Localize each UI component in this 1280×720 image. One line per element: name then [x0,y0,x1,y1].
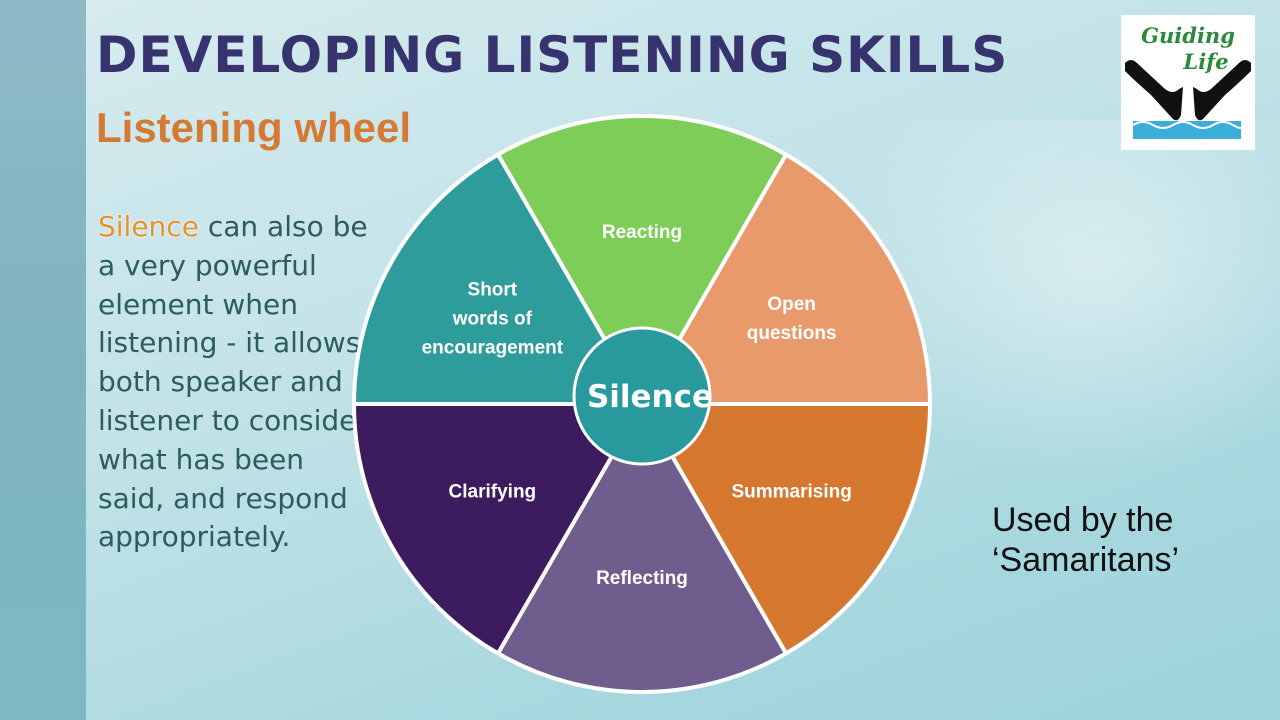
note-line-1: Used by the [992,501,1174,539]
wheel-segment-label-line: Summarising [731,481,851,502]
wheel-segment-label-1: Reacting [602,222,682,243]
body-paragraph: Silence can also be a very powerful elem… [98,208,368,557]
wheel-segment-label-line: Short [468,280,518,301]
note-line-2: ‘Samaritans’ [992,541,1180,579]
wheel-segment-label-5: Clarifying [449,481,537,502]
body-text-rest: can also be a very powerful element when… [98,210,368,554]
wheel-segment-5 [351,402,646,657]
wheel-segment-label-line: words of [452,309,533,330]
samaritans-note: Used by the ‘Samaritans’ [992,500,1179,580]
guiding-life-logo: Guiding Life [1121,15,1255,150]
wheel-segment-1 [495,114,789,408]
wheel-segment-3 [638,402,933,657]
wheel-segment-label-line: Reacting [602,222,682,243]
wheel-segment-label-line: Clarifying [449,481,537,502]
slide-title: DEVELOPING LISTENING SKILLS [96,26,1009,84]
wheel-segments [351,114,933,694]
wheel-segment-2 [638,151,933,406]
wheel-center-circle [572,326,712,466]
wheel-segment-label-line: questions [747,323,837,344]
wheel-segment-label-6: Short words of encouragement [422,280,564,359]
slide-subtitle: Listening wheel [96,104,412,151]
wheel-segment-label-line: encouragement [422,338,564,359]
left-accent-band [0,0,86,720]
wheel-segment-6 [351,151,646,406]
wheel-segment-label-line: Open [767,294,816,315]
logo-text-line-2: Life [1183,49,1229,74]
wheel-segment-label-line: Reflecting [596,568,688,589]
wheel-segment-label-3: Summarising [731,481,851,502]
wheel-segment-4 [495,400,789,694]
wheel-segment-label-4: Reflecting [596,568,688,589]
body-highlight-word: Silence [98,210,199,243]
wheel-segment-label-2: Open questions [747,294,837,344]
hands-holding-icon [1125,60,1251,139]
logo-text-line-1: Guiding [1141,23,1235,48]
wheel-center-label: Silence [587,379,713,415]
